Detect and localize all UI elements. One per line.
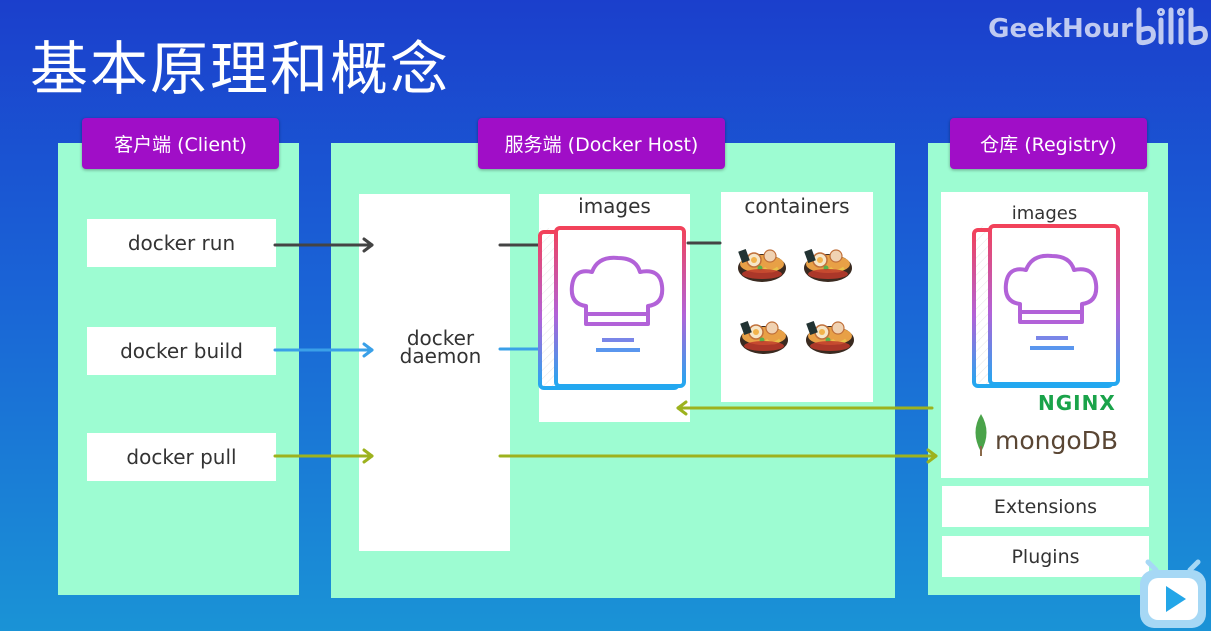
- ramen-bowl-icon: [804, 319, 856, 356]
- registry-return-head: [676, 400, 688, 416]
- host-images-label: images: [578, 194, 651, 218]
- docker-build-command: docker build: [87, 327, 276, 375]
- run-arrow-head: [362, 237, 374, 253]
- brand-watermark: GeekHour: [988, 14, 1133, 44]
- bilibili-tv-icon: [1140, 559, 1206, 628]
- docker-run-command: docker run: [87, 219, 276, 267]
- ramen-bowl-icon: [802, 247, 854, 284]
- host-tag: 服务端 (Docker Host): [478, 118, 725, 169]
- registry-chef-hat-book-icon: [972, 224, 1120, 388]
- containers-box: [721, 192, 873, 402]
- ramen-bowl-icon: [736, 247, 788, 284]
- client-tag: 客户端 (Client): [82, 118, 279, 169]
- extensions-box: Extensions: [942, 486, 1149, 527]
- chef-hat-book-icon: [538, 226, 686, 390]
- docker-pull-command: docker pull: [87, 433, 276, 481]
- bilibili-logo: [1136, 7, 1208, 46]
- page-title: 基本原理和概念: [30, 35, 451, 103]
- containers-label: containers: [744, 194, 850, 218]
- ramen-bowl-icon: [738, 319, 790, 356]
- docker-daemon-box: [359, 194, 510, 551]
- registry-tag: 仓库 (Registry): [950, 118, 1147, 169]
- plugins-box: Plugins: [942, 536, 1149, 577]
- build-arrow-head: [362, 342, 374, 358]
- registry-images-label: images: [1011, 203, 1078, 224]
- mongodb-logo-text: mongoDB: [995, 426, 1118, 455]
- docker-daemon-label: docker daemon: [399, 326, 482, 368]
- mongodb-leaf-icon: [975, 414, 987, 456]
- daemon-pull-head: [926, 448, 938, 464]
- pull-arrow-head: [362, 448, 374, 464]
- nginx-logo: NGINX: [1038, 391, 1116, 415]
